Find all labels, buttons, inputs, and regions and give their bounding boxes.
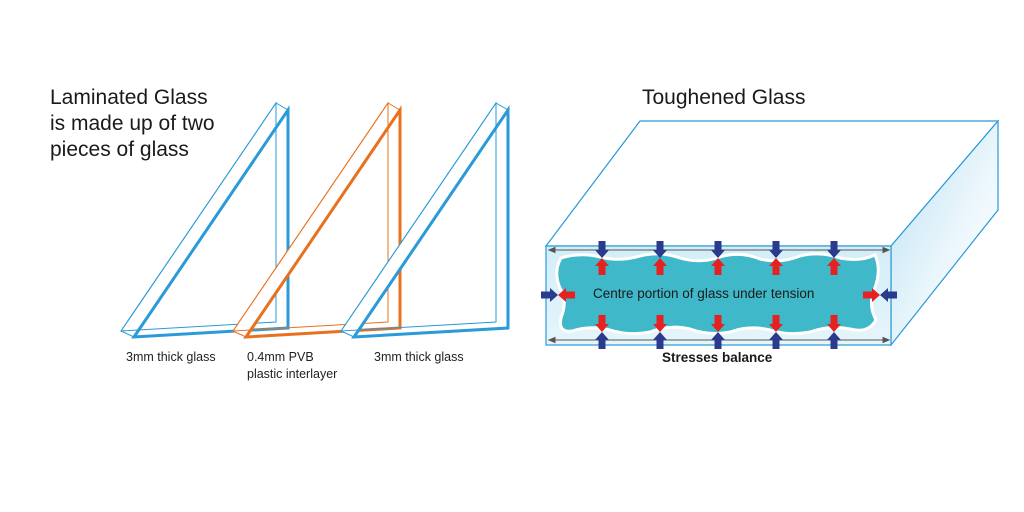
laminated-glass-title: Laminated Glass is made up of two pieces… bbox=[50, 85, 215, 163]
glass-sheet-right bbox=[340, 101, 510, 339]
compression-arrow-left bbox=[541, 288, 558, 302]
caption-interlayer: 0.4mm PVB plastic interlayer bbox=[247, 349, 337, 383]
tension-arrow-top-5 bbox=[827, 258, 841, 275]
tension-arrow-top-3 bbox=[711, 258, 725, 275]
tension-arrow-right bbox=[863, 288, 880, 302]
tension-arrow-bottom-5 bbox=[827, 315, 841, 332]
caption-interlayer-line-2: plastic interlayer bbox=[247, 367, 338, 381]
compression-arrow-bottom-1 bbox=[595, 332, 609, 349]
compression-arrow-top-4 bbox=[769, 241, 783, 258]
top-stress-arrows bbox=[595, 241, 841, 275]
side-stress-arrows bbox=[541, 288, 897, 302]
compression-arrow-bottom-4 bbox=[769, 332, 783, 349]
compression-arrow-top-5 bbox=[827, 241, 841, 258]
compression-arrow-top-2 bbox=[653, 241, 667, 258]
tension-arrow-top-2 bbox=[653, 258, 667, 275]
pvb-interlayer bbox=[232, 101, 402, 339]
tension-arrow-bottom-4 bbox=[769, 315, 783, 332]
compression-arrow-bottom-3 bbox=[711, 332, 725, 349]
caption-interlayer-line-1: 0.4mm PVB bbox=[247, 350, 314, 364]
tension-label: Centre portion of glass under tension bbox=[593, 286, 815, 301]
compression-arrow-bottom-5 bbox=[827, 332, 841, 349]
tension-arrow-top-1 bbox=[595, 258, 609, 275]
laminated-title-line-1: Laminated Glass bbox=[50, 86, 208, 109]
compression-arrow-top-3 bbox=[711, 241, 725, 258]
laminated-title-line-3: pieces of glass bbox=[50, 138, 189, 161]
tension-arrow-bottom-3 bbox=[711, 315, 725, 332]
bottom-stress-arrows bbox=[595, 315, 841, 349]
laminated-title-line-2: is made up of two bbox=[50, 112, 215, 135]
tension-arrow-left bbox=[558, 288, 575, 302]
stresses-balance-label: Stresses balance bbox=[662, 350, 773, 365]
tension-arrow-top-4 bbox=[769, 258, 783, 275]
tension-arrow-bottom-2 bbox=[653, 315, 667, 332]
caption-glass-left: 3mm thick glass bbox=[126, 350, 216, 364]
toughened-glass-title: Toughened Glass bbox=[642, 86, 806, 109]
tension-arrow-bottom-1 bbox=[595, 315, 609, 332]
tension-core bbox=[555, 252, 880, 336]
compression-arrow-top-1 bbox=[595, 241, 609, 258]
caption-glass-right: 3mm thick glass bbox=[374, 350, 464, 364]
glass-sheet-left bbox=[120, 101, 290, 339]
compression-arrow-right bbox=[880, 288, 897, 302]
compression-arrow-bottom-2 bbox=[653, 332, 667, 349]
